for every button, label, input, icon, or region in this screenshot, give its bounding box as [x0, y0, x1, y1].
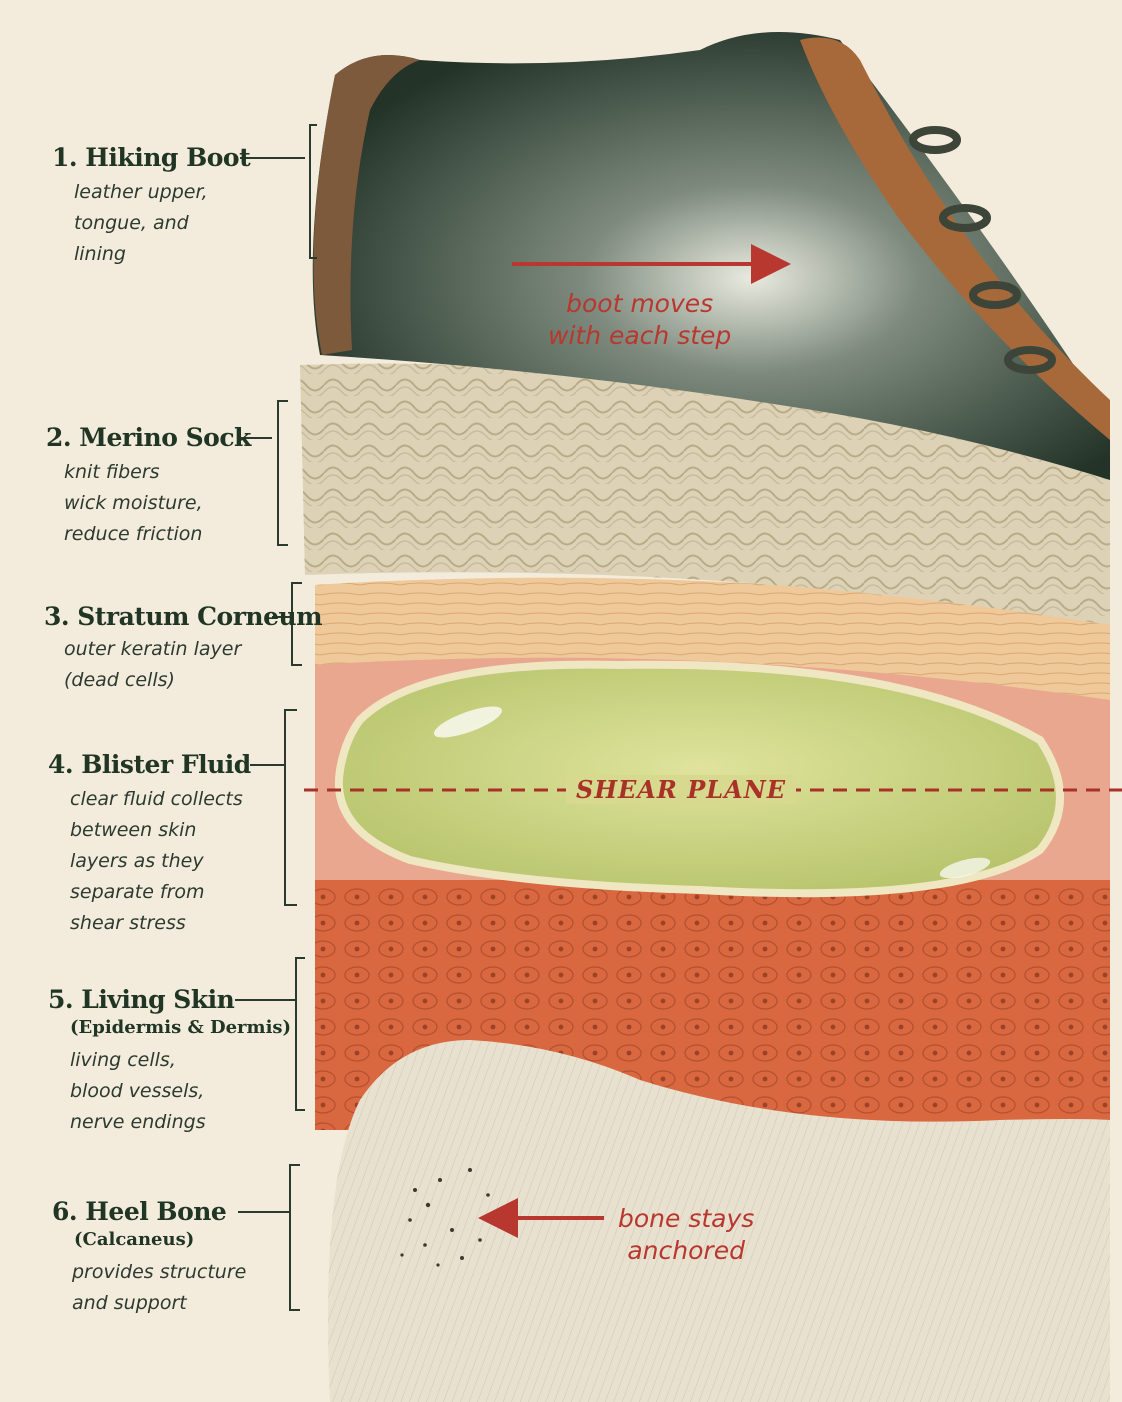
label-desc: living cells, blood vessels, nerve endin…	[70, 1045, 291, 1138]
label-subtitle: (Calcaneus)	[74, 1229, 195, 1250]
label-blister-fluid: 4. Blister Fluid clear fluid collects be…	[48, 750, 251, 939]
label-hiking-boot: 1. Hiking Boot leather upper, tongue, an…	[52, 143, 251, 270]
label-desc: leather upper, tongue, and lining	[74, 177, 250, 270]
desc-line: blood vessels,	[70, 1080, 205, 1102]
heel-bone-texture	[328, 1040, 1110, 1402]
label-desc: clear fluid collects between skin layers…	[70, 784, 251, 939]
desc-line: lining	[74, 243, 126, 265]
annotation-line: with each step	[548, 321, 732, 350]
shear-plane-label: SHEAR PLANE	[566, 775, 796, 804]
desc-line: separate from	[70, 881, 205, 903]
desc-line: between skin	[70, 819, 197, 841]
label-brackets	[235, 124, 317, 1311]
annotation-line: anchored	[627, 1236, 745, 1265]
label-title: 1. Hiking Boot	[52, 143, 251, 172]
desc-line: living cells,	[70, 1049, 176, 1071]
boot-laces	[909, 126, 1056, 374]
label-desc: outer keratin layer (dead cells)	[64, 634, 322, 696]
label-title: 6. Heel Bone	[52, 1197, 227, 1226]
label-heel-bone: 6. Heel Bone (Calcaneus) provides struct…	[52, 1197, 246, 1319]
desc-line: provides structure	[72, 1261, 247, 1283]
desc-line: and support	[72, 1292, 187, 1314]
merino-sock-texture	[300, 363, 1110, 625]
label-stratum-corneum: 3. Stratum Corneum outer keratin layer (…	[44, 602, 323, 696]
label-title: 2. Merino Sock	[46, 423, 251, 452]
boot-motion-annotation: boot moves with each step	[548, 288, 731, 352]
bone-anchor-annotation: bone stays anchored	[618, 1203, 754, 1267]
annotation-line: bone stays	[618, 1204, 755, 1233]
boot-lace-panel	[800, 37, 1110, 440]
blister-highlight-2	[939, 857, 991, 879]
desc-line: shear stress	[70, 912, 186, 934]
desc-line: (dead cells)	[64, 669, 175, 691]
desc-line: knit fibers	[64, 461, 160, 483]
bone-porosity-dots	[400, 1168, 490, 1267]
desc-line: clear fluid collects	[70, 788, 243, 810]
desc-line: leather upper,	[74, 181, 208, 203]
label-desc: knit fibers wick moisture, reduce fricti…	[64, 457, 251, 550]
boot-collar-trim	[313, 55, 420, 355]
label-title: 3. Stratum Corneum	[44, 602, 323, 631]
label-subtitle: (Epidermis & Dermis)	[70, 1017, 292, 1038]
label-living-skin: 5. Living Skin (Epidermis & Dermis) livi…	[48, 985, 291, 1138]
blister-highlight	[433, 706, 503, 738]
label-title: 4. Blister Fluid	[48, 750, 251, 779]
label-title: 5. Living Skin	[48, 985, 235, 1014]
label-merino-sock: 2. Merino Sock knit fibers wick moisture…	[46, 423, 251, 550]
desc-line: reduce friction	[64, 523, 203, 545]
stratum-corneum-texture	[315, 577, 1110, 700]
desc-line: outer keratin layer	[64, 638, 242, 660]
annotation-line: boot moves	[566, 289, 714, 318]
label-desc: provides structure and support	[72, 1257, 246, 1319]
desc-line: tongue, and	[74, 212, 189, 234]
desc-line: wick moisture,	[64, 492, 203, 514]
desc-line: layers as they	[70, 850, 204, 872]
desc-line: nerve endings	[70, 1111, 206, 1133]
